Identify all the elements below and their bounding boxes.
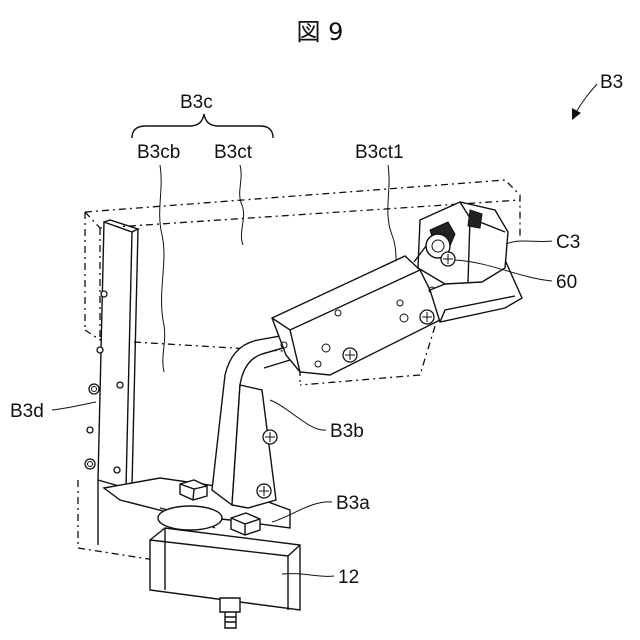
label-12: 12 — [338, 567, 359, 588]
side-plate-b3d — [85, 220, 138, 488]
arm-b3b — [212, 336, 290, 508]
label-c3: C3 — [556, 232, 580, 253]
leader-b3cb — [160, 165, 165, 372]
sensor-c3 — [414, 202, 508, 284]
figure-title: 図 9 — [297, 18, 344, 46]
leader-b3d — [52, 402, 96, 410]
label-b3ct: B3ct — [214, 142, 253, 163]
brace-b3c — [132, 114, 273, 138]
label-b3b: B3b — [330, 421, 364, 442]
label-b3ct1: B3ct1 — [355, 142, 404, 163]
leader-c3 — [506, 241, 552, 244]
label-60: 60 — [556, 272, 577, 293]
leader-b3b — [270, 400, 326, 430]
upper-bracket — [272, 256, 440, 375]
block-12 — [150, 528, 300, 628]
label-b3cb: B3cb — [137, 142, 180, 163]
label-b3a: B3a — [336, 493, 370, 514]
leader-b3ct — [240, 165, 244, 245]
label-b3: B3 — [600, 72, 623, 93]
arrow-b3 — [572, 84, 597, 120]
label-b3c: B3c — [180, 92, 213, 113]
label-b3d: B3d — [10, 401, 44, 422]
